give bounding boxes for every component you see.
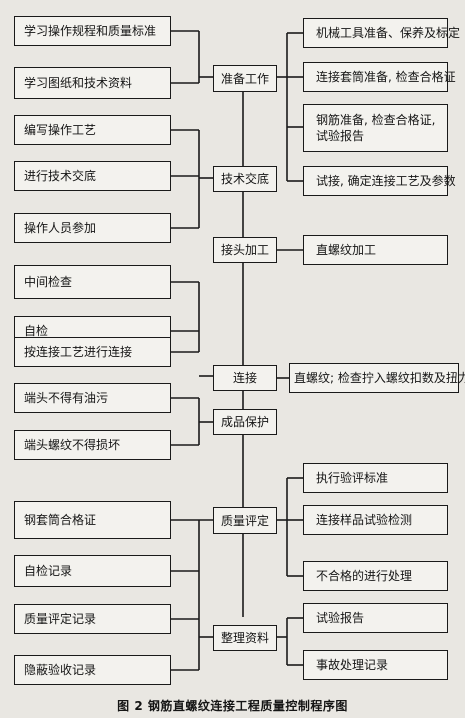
right-item-thread-inspection: 直螺纹; 检查拧入螺纹扣数及扭力 [289,363,465,393]
left-item-study-standards: 学习操作规程和质量标准 [14,16,171,46]
process-joint-machining: 接头加工 [213,237,277,263]
process-quality-assessment: 质量评定 [213,507,277,534]
left-item-sleeve-certificate: 钢套筒合格证 [14,501,171,539]
left-item-write-process: 编写操作工艺 [14,115,171,145]
left-item-study-drawings: 学习图纸和技术资料 [14,67,171,99]
right-item-accident-record: 事故处理记录 [303,650,448,680]
right-item-trial-connection: 试接, 确定连接工艺及参数 [303,166,456,196]
left-item-no-oil: 端头不得有油污 [14,383,171,413]
right-item-rebar-preparation: 钢筋准备, 检查合格证, 试验报告 [303,104,448,152]
right-item-apply-standards: 执行验评标准 [303,463,448,493]
left-item-intermediate-check: 中间检查 [14,265,171,299]
left-item-technical-briefing: 进行技术交底 [14,161,171,191]
left-item-connect-by-process-visible: 按连接工艺进行连接 [14,337,171,367]
left-item-quality-assessment-record: 质量评定记录 [14,604,171,634]
process-organize-documents: 整理资料 [213,625,277,651]
right-item-thread-machining: 直螺纹加工 [303,235,448,265]
process-connection: 连接 [213,365,277,391]
left-item-operators-attend: 操作人员参加 [14,213,171,243]
right-item-sleeve-preparation: 连接套筒准备, 检查合格证 [303,62,456,92]
left-item-self-check-record: 自检记录 [14,555,171,587]
right-item-handle-nonconforming: 不合格的进行处理 [303,561,448,591]
figure-caption: 图 2 钢筋直螺纹连接工程质量控制程序图 [117,699,348,713]
left-item-thread-no-damage: 端头螺纹不得损坏 [14,430,171,460]
right-item-test-report: 试验报告 [303,603,448,633]
process-preparation: 准备工作 [213,65,277,92]
right-item-tools-maintenance: 机械工具准备、保养及标定 [303,18,460,48]
left-item-concealed-acceptance-record: 隐蔽验收记录 [14,655,171,685]
right-item-sample-testing: 连接样品试验检测 [303,505,448,535]
process-technical-briefing: 技术交底 [213,166,277,192]
process-product-protection: 成品保护 [213,409,277,435]
